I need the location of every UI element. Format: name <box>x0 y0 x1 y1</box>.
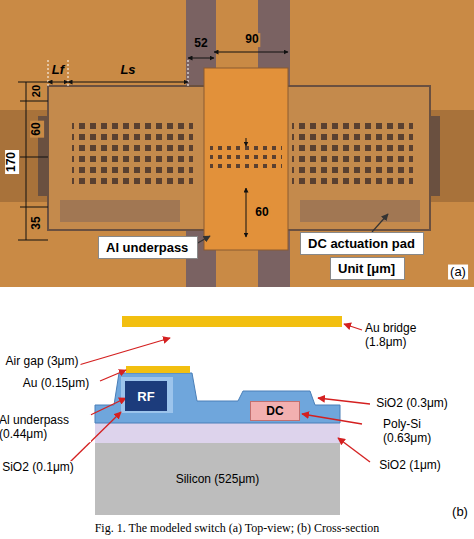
release-holes <box>210 142 282 169</box>
node-text: DC <box>266 404 283 418</box>
callout-box: Al underpass <box>98 236 198 259</box>
leader-lines <box>338 438 370 462</box>
leader-line <box>196 236 210 244</box>
au-contact-layer <box>126 366 190 373</box>
dimension-label: 20 <box>30 83 43 99</box>
leader-lines <box>70 324 370 462</box>
unit-box: Unit [μm] <box>330 257 405 280</box>
leader-lines <box>318 398 370 404</box>
layer-label: SiO2 (0.1μm) <box>0 461 76 475</box>
callout-box: DC actuation pad <box>300 232 424 255</box>
dimension-label: 90 <box>243 33 260 47</box>
layer-label: Air gap (3μm) <box>4 355 81 369</box>
leader-line <box>372 214 388 232</box>
dimension-lines <box>20 101 48 102</box>
al-underpass-area <box>204 68 288 250</box>
dimension-lines <box>20 157 48 158</box>
leader-lines <box>100 370 126 381</box>
dc-line-block: DC <box>250 401 300 421</box>
dimension-lines <box>214 52 288 53</box>
release-holes <box>72 120 193 186</box>
rf-line-block: RF <box>125 381 167 411</box>
node-text: Unit [μm] <box>338 261 397 276</box>
micrograph <box>0 0 474 287</box>
layer-label: Au bridge (1.8μm) <box>363 322 437 350</box>
figure-caption: Fig. 1. The modeled switch (a) Top-view;… <box>0 521 474 536</box>
dimension-lines <box>246 138 247 146</box>
silicon-substrate: Silicon (525μm) <box>95 443 340 515</box>
sio2-0.3um-layer <box>95 373 340 423</box>
panel-label: (b) <box>450 505 470 520</box>
dimension-label: 170 <box>5 150 19 174</box>
sio2-1um-layer <box>95 423 340 443</box>
layer-label: SiO2 (0.3μm) <box>374 397 450 411</box>
dc-actuation-pad <box>60 200 180 222</box>
node-text: DC actuation pad <box>308 236 416 251</box>
au-bridge-bar <box>122 316 342 327</box>
dimension-lines <box>26 82 27 240</box>
node-text: RF <box>137 389 154 404</box>
dimension-lines <box>18 52 288 240</box>
dimension-lines <box>18 240 48 241</box>
dimension-label: 35 <box>30 214 44 231</box>
dimension-label: Lf <box>50 63 66 78</box>
leader-lines <box>344 324 362 330</box>
photo-ground <box>0 0 474 287</box>
node-text: Al underpass <box>106 240 190 255</box>
leader-lines <box>72 338 170 367</box>
release-holes <box>292 120 413 186</box>
dimension-label: 52 <box>192 37 209 51</box>
sio2-0.1um-layer <box>121 377 173 413</box>
dimension-label: 60 <box>30 120 44 137</box>
dimension-lines <box>68 82 188 83</box>
dimension-label: 60 <box>253 206 270 220</box>
dimension-lines <box>246 188 247 237</box>
layer-label: Poly-Si (0.63μm) <box>381 418 443 446</box>
dimension-lines <box>48 82 68 83</box>
node-text: Silicon (525μm) <box>176 472 260 486</box>
layer-label: Au (0.15μm) <box>21 377 91 391</box>
dc-actuation-pad <box>300 200 420 222</box>
dimension-lines <box>188 58 214 59</box>
cross-section <box>70 316 370 462</box>
panel-label: (a) <box>448 265 468 280</box>
leader-lines <box>302 414 362 424</box>
layer-label: SiO2 (1μm) <box>377 459 443 473</box>
layer-label: Al underpass (0.44μm) <box>0 414 91 442</box>
dimension-label: Ls <box>118 63 137 78</box>
dimension-lines <box>20 207 48 208</box>
